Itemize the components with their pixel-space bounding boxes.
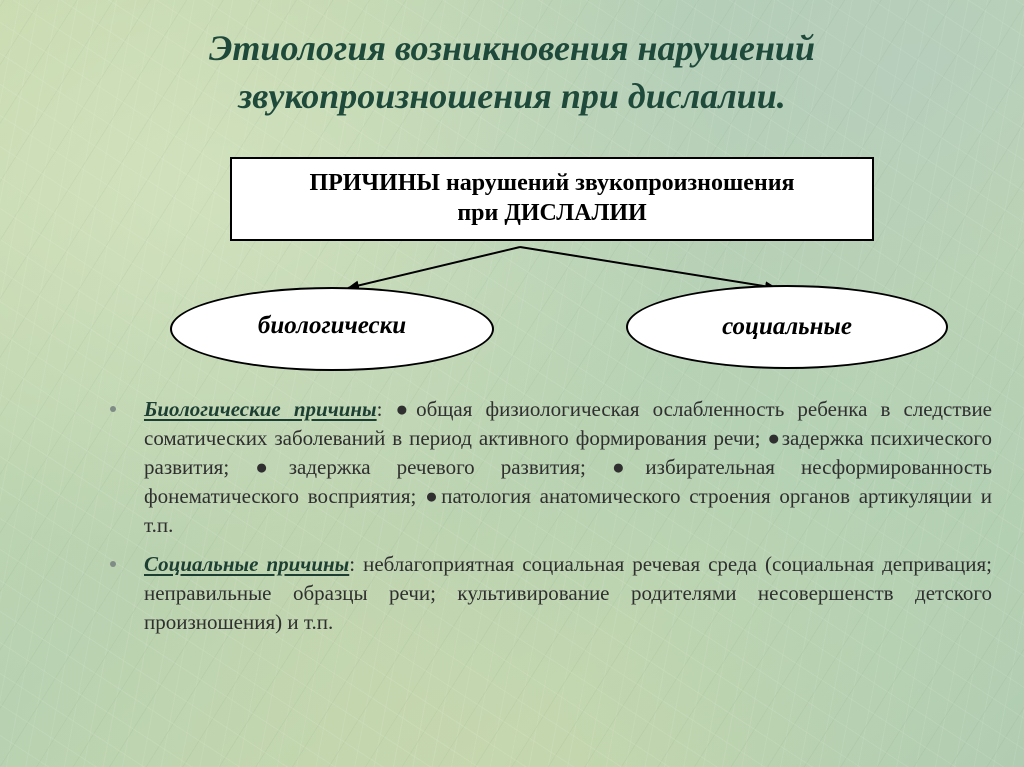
causes-box: ПРИЧИНЫ нарушений звукопроизношения при …	[230, 157, 874, 241]
bullet-icon	[110, 561, 116, 567]
list-item-body: : ●общая физиологическая ослабленность р…	[144, 397, 992, 537]
arrow-to-biological	[347, 246, 521, 291]
social-oval: социальные	[626, 285, 948, 369]
list-item-biological: Биологические причины: ●общая физиологич…	[110, 395, 992, 540]
list-item-text: Биологические причины: ●общая физиологич…	[144, 395, 992, 540]
list-item-social: Социальные причины: неблагоприятная соци…	[110, 550, 992, 637]
causes-box-line-1: ПРИЧИНЫ нарушений звукопроизношения	[309, 170, 795, 196]
list-item-text: Социальные причины: неблагоприятная соци…	[144, 550, 992, 637]
causes-list: Биологические причины: ●общая физиологич…	[110, 395, 992, 647]
slide-title-line-2: звукопроизношения при дислалии.	[238, 76, 786, 116]
list-item-heading: Социальные причины	[144, 552, 350, 576]
list-item-heading: Биологические причины	[144, 397, 377, 421]
arrow-to-social	[519, 246, 777, 292]
list-item-body: : неблагоприятная социальная речевая сре…	[144, 552, 992, 634]
bullet-icon	[110, 406, 116, 412]
social-oval-label: социальные	[722, 313, 852, 340]
biological-oval-label: биологически	[257, 312, 407, 339]
slide-title-line-1: Этиология возникновения нарушений	[209, 28, 815, 68]
causes-box-line-2: при ДИСЛАЛИИ	[457, 200, 647, 226]
biological-oval: биологически	[170, 287, 494, 371]
slide-title: Этиология возникновения нарушений звукоп…	[0, 24, 1024, 120]
